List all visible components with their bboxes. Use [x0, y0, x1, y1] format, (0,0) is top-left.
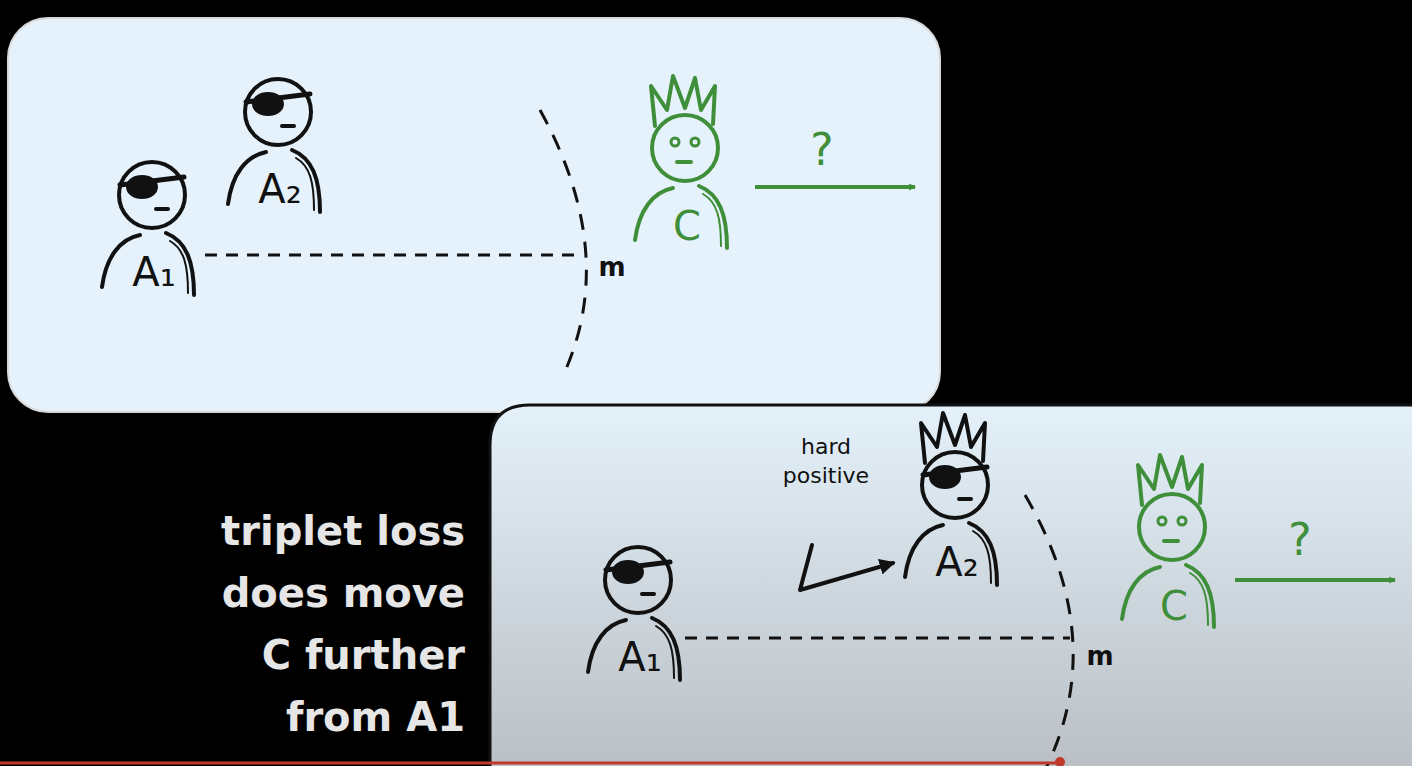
figure-c-top [651, 76, 715, 126]
bottom-panel [685, 637, 1070, 640]
top-panel [755, 185, 915, 189]
figure-c-top [652, 115, 718, 181]
top-panel [8, 18, 940, 412]
figure-c-bottom [1138, 455, 1202, 505]
figure-c-bottom [1139, 494, 1205, 560]
top-panel [540, 110, 586, 378]
figure-a2-hard-positive [922, 452, 988, 518]
figure-c-bottom [1178, 517, 1186, 525]
bottom-panel [490, 405, 1412, 766]
figure-a2-top [245, 79, 311, 145]
figure-a1-top [102, 162, 194, 295]
bottom-panel [490, 405, 1412, 766]
figure-a1-top [128, 177, 156, 197]
figure-a1-bottom [642, 592, 654, 596]
figure-label: A₂ [929, 540, 984, 584]
figure-c-top [671, 138, 679, 146]
figure-a1-bottom [614, 562, 642, 582]
figure-c-bottom [1164, 539, 1178, 543]
figure-letter: A₁ [618, 637, 661, 677]
figure-c-top [635, 188, 673, 240]
figure-a1-bottom [605, 547, 671, 613]
figure-label: C [667, 204, 707, 248]
figure-label: A₁ [126, 250, 181, 294]
diagram-label: m [1086, 640, 1113, 674]
figure-c-top [699, 186, 727, 248]
figure-a2-hard-positive [905, 413, 997, 585]
diagram-label: m [598, 251, 625, 285]
progress-bar [0, 757, 1065, 766]
figure-letter: A₁ [132, 252, 175, 292]
figure-label: C [1154, 584, 1194, 628]
figure-label: A₂ [252, 167, 307, 211]
figure-a2-hard-positive [931, 467, 959, 487]
figure-c-top [691, 138, 699, 146]
figure-a2-hard-positive [959, 497, 971, 501]
figure-letter: C [1160, 586, 1188, 626]
figure-c-bottom [1186, 565, 1214, 627]
progress-bar [1055, 757, 1065, 766]
figure-c-bottom [1122, 567, 1160, 619]
bottom-panel [1235, 578, 1395, 582]
figure-a1-bottom [588, 547, 680, 680]
figure-letter: A₂ [258, 169, 301, 209]
figure-c-bottom [1122, 455, 1214, 627]
figure-c-top [677, 160, 691, 164]
diagram-label: ? [1288, 511, 1311, 568]
figure-c-bottom [1158, 517, 1166, 525]
figure-a2-top [282, 124, 294, 128]
callout-note: hard positive [766, 433, 886, 490]
diagram-label: ? [810, 121, 833, 178]
bottom-panel [1025, 495, 1073, 766]
bottom-panel [800, 545, 893, 590]
figure-c-bottom [1190, 573, 1208, 625]
figure-a2-hard-positive [921, 413, 985, 463]
caption: triplet loss does move C further from A1 [200, 500, 465, 748]
figure-c-top [703, 194, 721, 246]
figure-letter: A₂ [935, 542, 978, 582]
figure-label: A₁ [612, 635, 667, 679]
figure-a1-top [119, 162, 185, 228]
top-panel [8, 18, 940, 412]
figure-a2-top [228, 79, 320, 212]
figure-letter: C [673, 206, 701, 246]
top-panel [205, 254, 582, 257]
figure-a2-top [254, 94, 282, 114]
figure-a1-top [156, 207, 168, 211]
progress-bar [0, 762, 1060, 765]
figure-c-top [635, 76, 727, 248]
